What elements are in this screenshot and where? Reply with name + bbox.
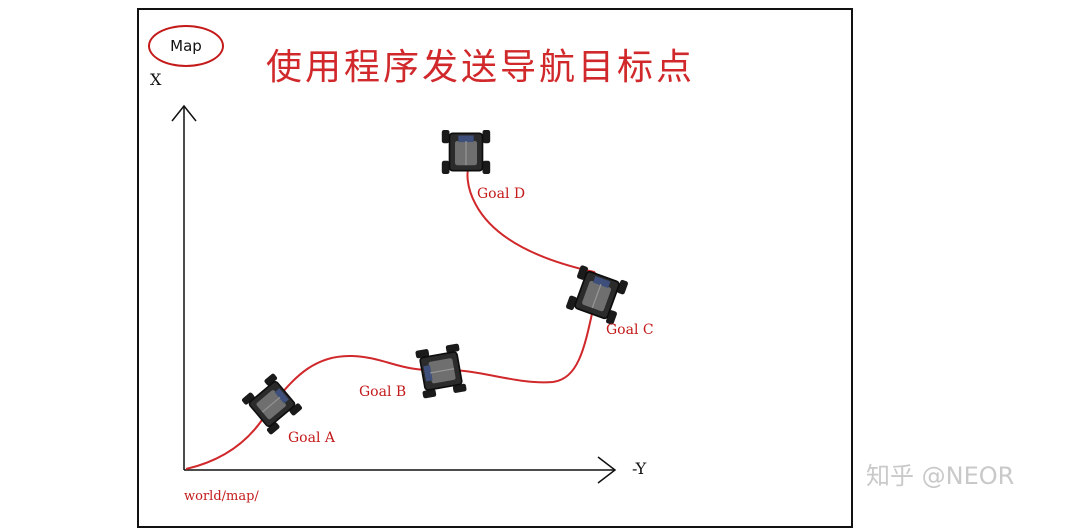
robot-goal-d xyxy=(442,130,490,174)
watermark: 知乎 @NEOR xyxy=(866,456,1014,491)
goal-d-label: Goal D xyxy=(477,186,525,202)
goal-c-label: Goal C xyxy=(606,322,654,338)
x-axis-label: X xyxy=(150,70,161,89)
y-axis xyxy=(184,457,615,483)
robot-goal-c xyxy=(565,265,628,326)
trajectory-path xyxy=(186,165,598,469)
goal-b-label: Goal B xyxy=(359,384,406,400)
map-badge: Map xyxy=(148,25,224,67)
robot-goal-b xyxy=(415,343,467,398)
diagram-title: 使用程序发送导航目标点 xyxy=(266,38,695,90)
robot-goal-a xyxy=(241,373,303,435)
goal-a-label: Goal A xyxy=(288,430,335,446)
y-axis-label: -Y xyxy=(632,459,646,478)
origin-label: world/map/ xyxy=(184,489,259,504)
x-axis xyxy=(172,106,196,470)
